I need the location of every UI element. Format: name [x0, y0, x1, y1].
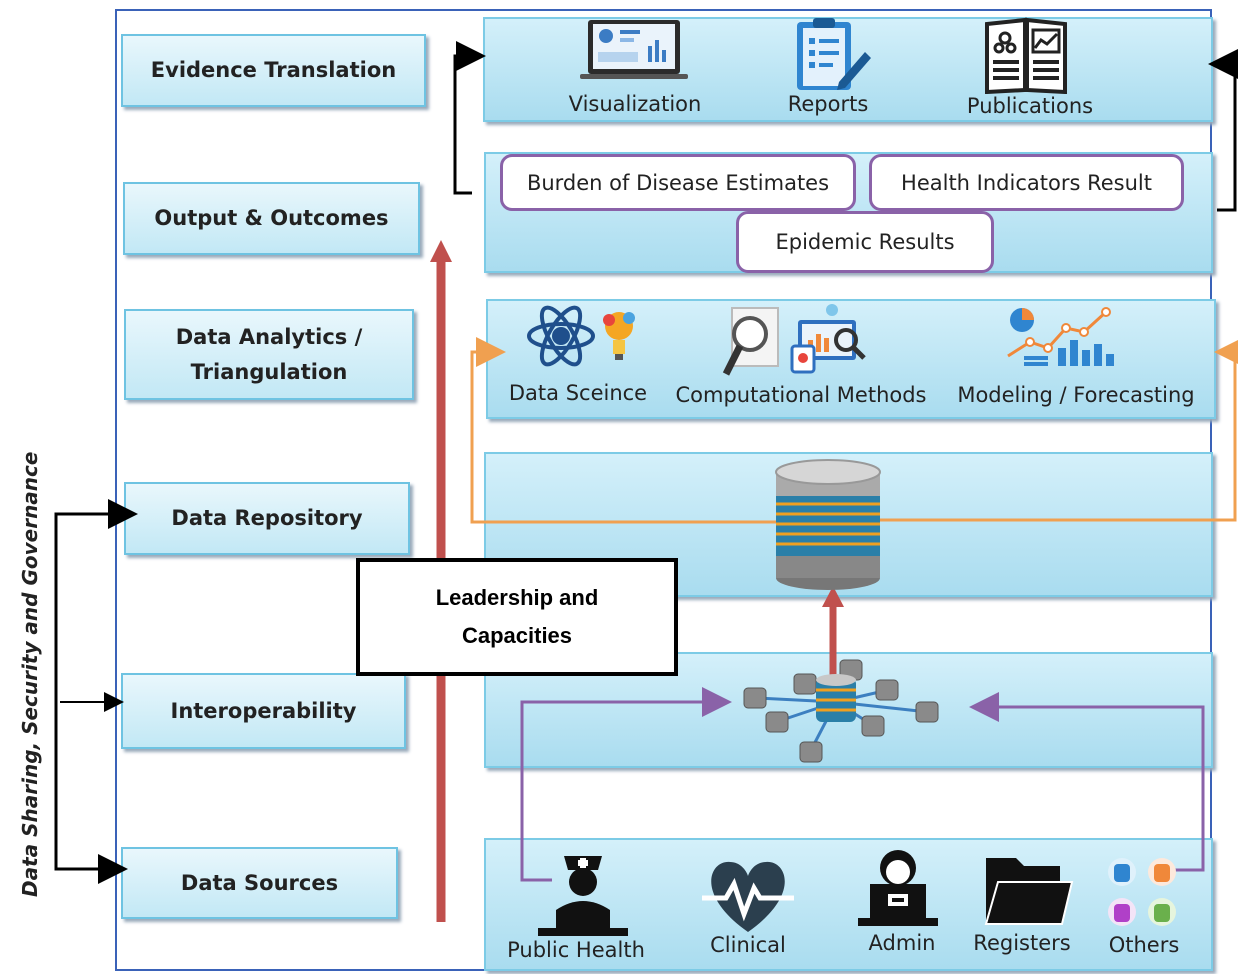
sources-panel [484, 838, 1213, 971]
small-databases-icon [1108, 858, 1176, 926]
admin-caption: Admin [868, 931, 936, 955]
magnifier-chart-icon [722, 304, 866, 376]
repository-to-analytics-right [880, 337, 1238, 522]
leadership-label-2: Capacities [461, 623, 573, 648]
output-to-evidence-left [453, 41, 486, 195]
layer-data-repository: Data Repository [124, 482, 410, 555]
computational-methods-caption: Computational Methods [675, 383, 927, 407]
public-health-caption: Public Health [507, 938, 645, 962]
atom-icon [527, 305, 635, 367]
network-arrow-head [822, 586, 844, 607]
epidemic-results-label: Epidemic Results [775, 230, 955, 254]
layer-data-repository-label: Data Repository [171, 506, 363, 530]
layer-evidence-translation-label: Evidence Translation [150, 58, 397, 82]
layer-interoperability-label: Interoperability [170, 698, 357, 723]
clipboard-pencil-icon [797, 18, 871, 90]
leadership-label-1: Leadership and [435, 585, 599, 610]
registers-caption: Registers [973, 931, 1071, 955]
health-indicators-label: Health Indicators Result [901, 170, 1152, 195]
line-bar-chart-icon [1007, 307, 1114, 366]
layer-data-sources-label: Data Sources [180, 870, 339, 895]
layer-data-analytics-label-2: Triangulation [190, 359, 348, 384]
data-science-caption: Data Sceince [508, 381, 648, 405]
layer-data-analytics-label-1: Data Analytics / [175, 324, 363, 349]
publications-caption: Publications [966, 94, 1094, 118]
burden-of-disease-pill: Burden of Disease Estimates [500, 154, 856, 211]
others-caption: Others [1108, 933, 1180, 957]
folder-icon [984, 858, 1074, 925]
layer-output-outcomes: Output & Outcomes [123, 182, 420, 255]
health-indicators-pill: Health Indicators Result [869, 154, 1184, 211]
layer-output-outcomes-label: Output & Outcomes [154, 206, 389, 230]
main-arrow-head [430, 240, 452, 262]
clinical-caption: Clinical [710, 933, 786, 957]
monitor-chart-icon [580, 20, 688, 79]
visualization-caption: Visualization [568, 92, 702, 116]
book-icon [985, 17, 1067, 94]
reports-caption: Reports [787, 92, 869, 116]
repository-to-analytics-left [470, 337, 780, 524]
governance-bracket [54, 512, 132, 884]
layer-data-sources: Data Sources [121, 847, 398, 919]
layer-evidence-translation: Evidence Translation [121, 34, 426, 107]
leadership-capacities-box: Leadership and Capacities [356, 558, 678, 676]
layer-data-analytics: Data Analytics / Triangulation [124, 309, 414, 400]
nurse-icon [538, 856, 628, 936]
database-stack-icon [775, 459, 881, 590]
modeling-forecasting-caption: Modeling / Forecasting [957, 383, 1195, 407]
epidemic-results-pill: Epidemic Results [736, 211, 994, 273]
sources-to-network-right [969, 692, 1205, 872]
admin-laptop-icon [858, 850, 938, 926]
output-to-evidence-right [1208, 49, 1238, 212]
sources-to-network-left [520, 687, 732, 882]
network-databases-icon [743, 659, 939, 763]
heart-pulse-icon [702, 861, 794, 932]
burden-of-disease-label: Burden of Disease Estimates [526, 170, 830, 195]
